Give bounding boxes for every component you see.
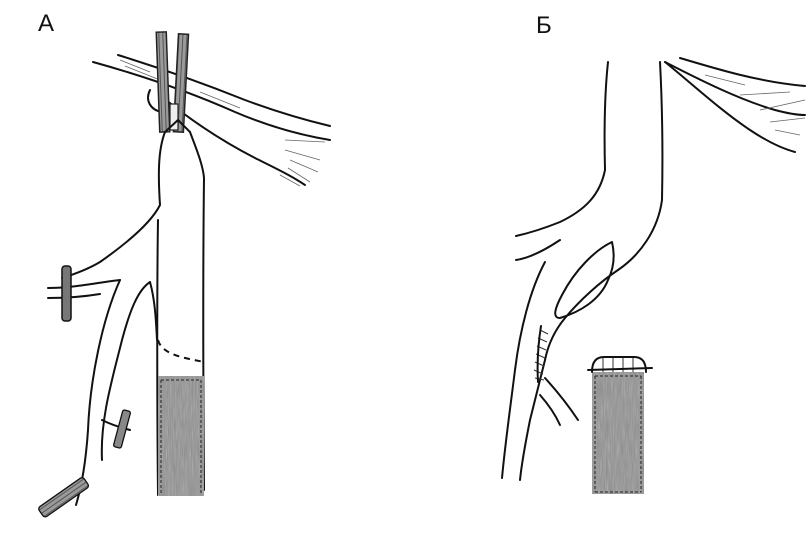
panel-a-drawing xyxy=(38,32,330,518)
panel-a-side-branch xyxy=(48,266,120,321)
panel-label-a: А xyxy=(38,12,54,36)
panel-b-descending-vessel xyxy=(502,262,578,480)
panel-b-drawing xyxy=(502,58,805,494)
panel-b-graft xyxy=(588,357,652,494)
panel-a-vascular-clamp xyxy=(156,32,188,132)
panel-label-b: Б xyxy=(536,14,552,38)
panel-a-descending-branch xyxy=(38,280,157,518)
panel-b-main-vessel xyxy=(516,62,662,360)
panel-a-graft xyxy=(158,376,204,496)
panel-b-crossing-structure xyxy=(665,58,805,152)
panel-a-crossing-structure xyxy=(93,55,330,186)
